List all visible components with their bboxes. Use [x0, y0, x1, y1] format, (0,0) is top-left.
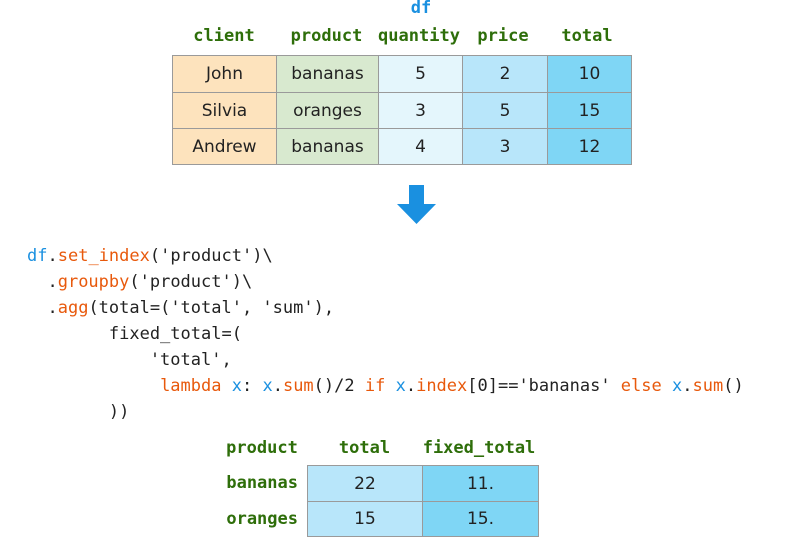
table-cell: 15. — [422, 501, 539, 537]
code-line: df.set_index('product')\ — [27, 246, 273, 266]
code-line: .groupby('product')\ — [27, 272, 253, 292]
table-row: 15 15. — [307, 501, 539, 537]
column-header-quantity: quantity — [378, 26, 460, 46]
result-table: 22 11. 15 15. — [307, 465, 539, 537]
code-line: lambda x: x.sum()/2 if x.index[0]=='bana… — [160, 376, 744, 396]
table-cell: Silvia — [172, 92, 277, 129]
table-cell: bananas — [276, 128, 379, 165]
table-cell: 3 — [378, 92, 463, 129]
table-cell: 5 — [378, 55, 463, 93]
column-header-product: product — [290, 26, 363, 46]
row-label-oranges: oranges — [226, 509, 298, 529]
table-cell: 3 — [462, 128, 548, 165]
table-cell: 15 — [307, 501, 423, 537]
table-cell: Andrew — [172, 128, 277, 165]
table-cell: 4 — [378, 128, 463, 165]
df-title: df — [410, 0, 432, 18]
column-header-fixed-total: fixed_total — [422, 438, 536, 458]
column-header-total: total — [338, 438, 391, 458]
table-cell: bananas — [276, 55, 379, 93]
table-row: John bananas 5 2 10 — [172, 55, 632, 93]
code-line: fixed_total=( — [27, 324, 242, 344]
table-cell: 15 — [547, 92, 632, 129]
code-line: .agg(total=('total', 'sum'), — [27, 298, 335, 318]
row-label-bananas: bananas — [226, 473, 298, 493]
code-block: df.set_index('product')\ .groupby('produ… — [27, 243, 744, 425]
table-cell: 2 — [462, 55, 548, 93]
column-header-price: price — [477, 26, 529, 46]
column-header-total: total — [561, 26, 613, 46]
column-header-client: client — [193, 26, 255, 46]
index-name-header: product — [226, 438, 298, 458]
table-cell: 12 — [547, 128, 632, 165]
table-row: 22 11. — [307, 465, 539, 502]
input-dataframe-table: John bananas 5 2 10 Silvia oranges 3 5 1… — [172, 55, 632, 165]
table-cell: oranges — [276, 92, 379, 129]
code-line: 'total', — [27, 350, 232, 370]
table-row: Andrew bananas 4 3 12 — [172, 128, 632, 165]
table-row: Silvia oranges 3 5 15 — [172, 92, 632, 129]
table-cell: John — [172, 55, 277, 93]
table-cell: 10 — [547, 55, 632, 93]
arrow-down-icon — [397, 185, 436, 224]
table-cell: 11. — [422, 465, 539, 502]
table-cell: 5 — [462, 92, 548, 129]
code-line: )) — [27, 402, 130, 422]
table-cell: 22 — [307, 465, 423, 502]
